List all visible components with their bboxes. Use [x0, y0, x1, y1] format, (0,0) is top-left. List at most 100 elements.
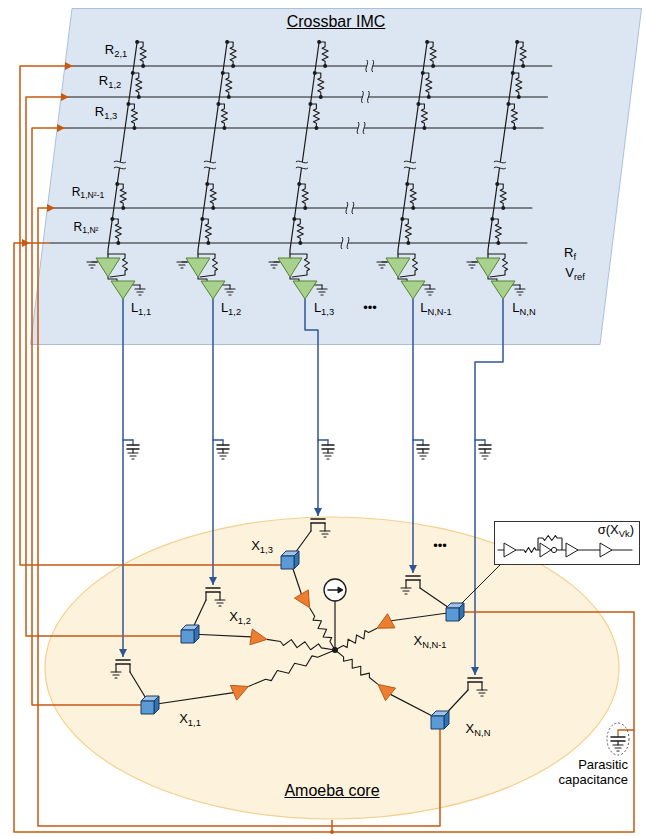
junction-dot — [121, 206, 125, 210]
junction-dot — [406, 241, 410, 245]
region-title: Amoeba core — [284, 782, 379, 800]
ground-symbol — [181, 267, 183, 268]
label-anchor: L1,1 — [131, 298, 151, 316]
wire — [218, 103, 224, 104]
junction-dot — [512, 126, 516, 130]
current-source-symbol — [324, 579, 346, 601]
ground-symbol — [137, 291, 143, 292]
junction-dot — [521, 64, 525, 68]
ground-symbol — [225, 288, 235, 289]
wire — [508, 103, 514, 104]
ground-symbol — [418, 452, 428, 453]
subscript: 1,2 — [238, 616, 251, 626]
subscript: N,N — [520, 307, 536, 317]
cube-symbol — [141, 701, 154, 714]
capacitor-symbol — [127, 444, 139, 446]
wire — [578, 549, 600, 550]
ground-symbol — [324, 536, 326, 537]
region-title: Crossbar IMC — [287, 13, 386, 31]
wire — [223, 72, 229, 73]
ground-symbol — [467, 261, 477, 262]
subscript: N,N-1 — [427, 307, 451, 317]
capacitor-symbol — [322, 444, 334, 446]
ground-symbol — [139, 294, 141, 295]
subscript: 1,3 — [104, 111, 117, 121]
junction-dot — [137, 95, 141, 99]
wire — [123, 439, 133, 440]
label-anchor: R1,2 — [99, 71, 121, 89]
panel-outline — [31, 9, 642, 345]
ground-symbol — [219, 605, 221, 606]
signal-label: L1,2 — [221, 300, 241, 315]
transistor-symbol — [406, 575, 420, 577]
wire — [315, 72, 321, 73]
transistor-symbol — [115, 664, 116, 672]
wire — [512, 284, 520, 285]
ground-symbol — [91, 267, 93, 268]
transistor-symbol — [419, 580, 420, 588]
subscript: 1,N²-1 — [80, 190, 104, 200]
ground-symbol — [617, 750, 619, 751]
ground-symbol — [401, 587, 411, 588]
subscript: 1,N² — [82, 225, 98, 235]
capacitor-symbol — [479, 444, 491, 446]
transistor-symbol — [405, 580, 406, 588]
ground-symbol — [482, 455, 488, 456]
ground-symbol — [229, 294, 231, 295]
subscript: ref — [574, 272, 585, 282]
subscript: 1,1 — [188, 718, 201, 728]
junction-dot — [298, 241, 302, 245]
junction-dot — [319, 95, 323, 99]
ground-symbol — [429, 294, 431, 295]
ground-symbol — [179, 264, 185, 265]
junction-dot — [427, 95, 431, 99]
label-anchor: Vref — [565, 263, 585, 281]
wire — [497, 183, 503, 184]
ground-symbol — [115, 677, 117, 678]
function-label: σ(XVk) — [598, 523, 634, 538]
node-label: XN,N-1 — [413, 633, 446, 648]
row-line — [65, 127, 543, 128]
output-wire — [122, 299, 124, 657]
wire — [213, 439, 223, 440]
junction-dot — [496, 241, 500, 245]
subscript: 2,1 — [114, 49, 127, 59]
transistor-symbol — [310, 523, 311, 531]
wire — [319, 41, 325, 42]
ground-symbol — [471, 267, 473, 268]
junction-dot — [231, 64, 235, 68]
label-anchor: R2,1 — [105, 40, 127, 58]
subscript: Vk — [619, 529, 630, 539]
wire — [314, 284, 322, 285]
core-region: Amoeba core — [44, 516, 620, 820]
transistor-symbol — [116, 663, 130, 665]
junction-dot — [422, 126, 426, 130]
ground-symbol — [111, 671, 121, 672]
ground-symbol — [479, 692, 485, 693]
ground-symbol — [480, 452, 490, 453]
junction-dot — [211, 206, 215, 210]
connector — [317, 345, 319, 516]
label-anchor: R1,3 — [95, 102, 117, 120]
ground-symbol — [319, 291, 325, 292]
ground-symbol — [469, 264, 475, 265]
wire — [492, 218, 498, 219]
wire — [423, 72, 429, 73]
transistor-symbol — [468, 677, 482, 679]
ground-symbol — [320, 530, 330, 531]
row-line — [55, 207, 532, 208]
label-anchor: LN,N — [512, 298, 535, 316]
wire — [475, 439, 485, 440]
signal-label: LN,N-1 — [420, 300, 452, 315]
core-region-outline — [44, 516, 620, 820]
cube-symbol — [281, 556, 294, 569]
ellipsis: ••• — [433, 538, 447, 553]
wire — [407, 183, 413, 184]
ground-symbol — [271, 264, 277, 265]
ground-symbol — [130, 455, 136, 456]
wire — [128, 103, 134, 104]
wire — [513, 72, 519, 73]
wire — [294, 218, 300, 219]
